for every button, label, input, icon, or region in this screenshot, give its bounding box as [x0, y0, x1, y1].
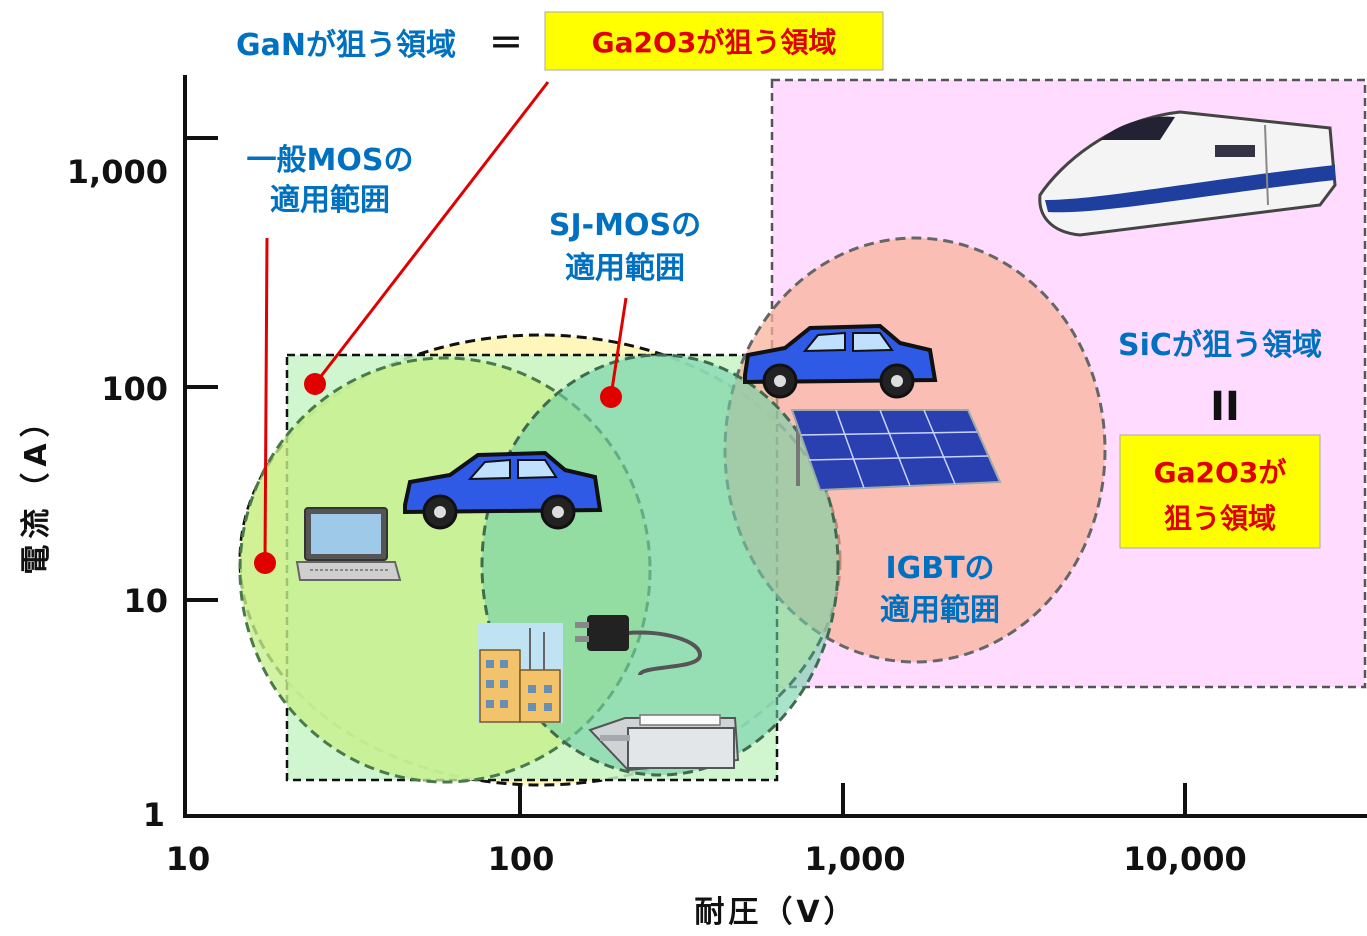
y-tick-label-100: 100 [101, 370, 168, 408]
igbt-label-line2: 適用範囲 [880, 593, 1000, 628]
general-mos-pointer-line [263, 237, 269, 563]
ga2o3-sic-label-line2: 狙う領域 [1164, 502, 1276, 535]
x-axis-title: 耐圧（V） [694, 895, 857, 930]
general-mos-label-line2: 適用範囲 [270, 183, 390, 218]
sic-target-label: SiCが狙う領域 [1118, 328, 1322, 363]
ga2o3-sic-box [1119, 434, 1321, 549]
ga2o3-pointer-dot [304, 373, 326, 395]
ga2o3-header-label: Ga2O3が狙う領域 [592, 26, 837, 59]
building-icon [477, 623, 563, 723]
sj-mos-ellipse [480, 353, 840, 777]
sj-mos-pointer-line [609, 297, 628, 397]
y-axis-title: 電流（A） [19, 401, 54, 574]
x-tick-label-100: 100 [488, 840, 555, 878]
gan-target-label: GaNが狙う領域 [236, 28, 456, 63]
igbt-label-line1: IGBTの [885, 551, 994, 586]
adapter-icon [575, 615, 703, 677]
laptop-icon [295, 507, 402, 581]
y-tick-label-10: 10 [123, 582, 168, 620]
y-tick-label-1000: 1,000 [67, 153, 168, 191]
ga2o3-pointer-line [313, 81, 550, 385]
sj-mos-label-line1: SJ-MOSの [549, 208, 701, 243]
x-tick-label-10: 10 [166, 840, 211, 878]
ga2o3-sic-label-line1: Ga2O3が [1154, 456, 1287, 489]
sic-equals: II [1210, 384, 1240, 430]
general-mos-pointer-dot [254, 552, 276, 574]
header-equals: ＝ [489, 24, 523, 64]
car-icon [743, 323, 938, 399]
sj-mos-label-line2: 適用範囲 [565, 251, 685, 286]
ga2o3-header-box [544, 11, 884, 71]
solar-panel-icon [790, 409, 1002, 492]
general-mos-label-line1: 一般MOSの [247, 143, 414, 178]
x-tick-label-10000: 10,000 [1123, 840, 1246, 878]
printer-icon [588, 714, 740, 772]
y-tick-label-1: 1 [143, 796, 165, 834]
sj-mos-pointer-dot [600, 386, 622, 408]
car-icon [403, 450, 603, 530]
train-icon [1038, 110, 1337, 237]
x-tick-label-1000: 1,000 [804, 840, 905, 878]
